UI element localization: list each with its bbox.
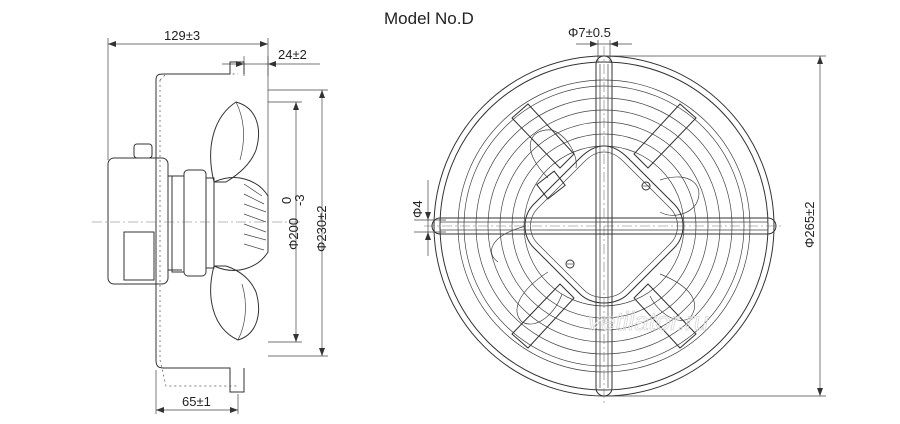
inner-diameter-tol-upper: 0 bbox=[279, 197, 294, 204]
depth-dimension: 129±3 bbox=[107, 28, 269, 210]
motor-offset-label: 65±1 bbox=[182, 394, 211, 409]
front-view: Φ7±0.5 Φ4 Φ265±2 bbox=[410, 25, 826, 406]
mid-diameter-label: Φ230±2 bbox=[314, 206, 329, 252]
inner-diameter-dimension: Φ200 0 -3 bbox=[268, 101, 307, 343]
motor-offset-dimension: 65±1 bbox=[155, 370, 239, 414]
bracket-offset-label: 24±2 bbox=[278, 47, 307, 62]
outer-diameter-dimension: Φ265±2 bbox=[604, 55, 826, 397]
hole-diameter-label: Φ7±0.5 bbox=[568, 25, 611, 40]
hole-dimension: Φ7±0.5 bbox=[568, 25, 632, 62]
watermark: vetilator.ru bbox=[588, 306, 708, 336]
inner-diameter-tol-lower: -3 bbox=[292, 194, 307, 206]
outer-diameter-label: Φ265±2 bbox=[802, 202, 817, 248]
motor-body bbox=[107, 143, 215, 285]
depth-label: 129±3 bbox=[164, 28, 200, 43]
wire-dimension: Φ4 bbox=[410, 180, 446, 256]
mid-diameter-dimension: Φ230±2 bbox=[268, 89, 329, 357]
model-title: Model No.D bbox=[384, 9, 474, 28]
wire-diameter-label: Φ4 bbox=[410, 200, 425, 218]
side-view: 129±3 24±2 bbox=[92, 28, 329, 414]
inner-diameter-label: Φ200 bbox=[286, 218, 301, 250]
